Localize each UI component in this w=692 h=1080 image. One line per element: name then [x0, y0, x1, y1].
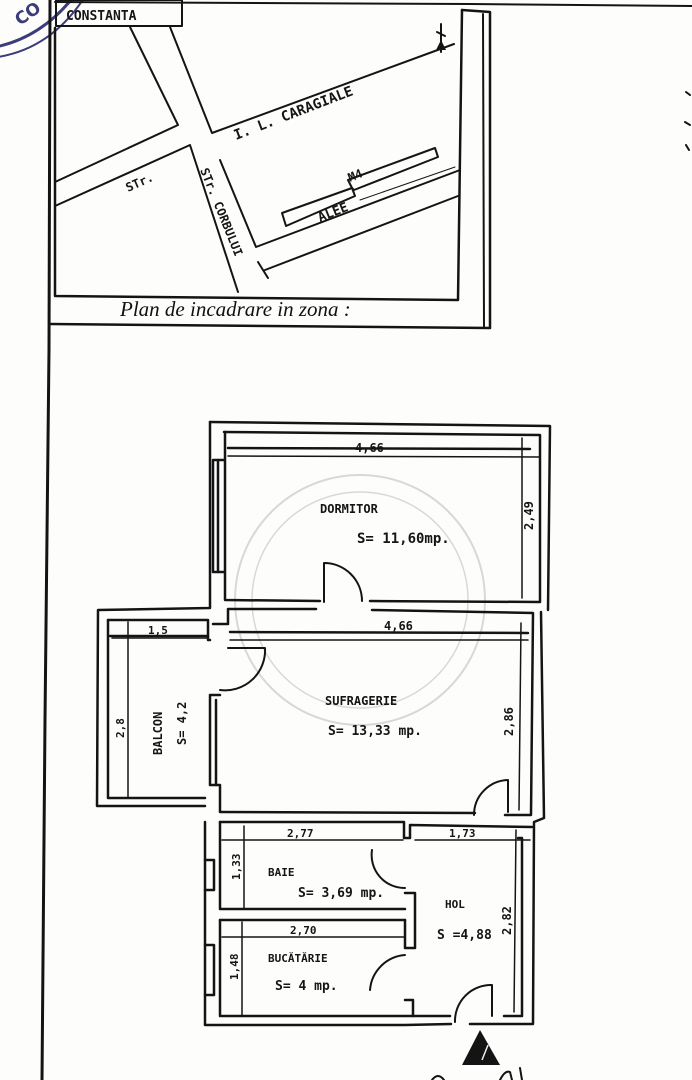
street-label-corbului: STr. CORBULUI [197, 166, 245, 258]
city-label-box [55, 0, 183, 27]
dim-dormitor-depth: 2,49 [522, 501, 536, 530]
door-balcon [219, 647, 267, 692]
room-name-bucatarie: BUCĂTĂRIE [268, 952, 328, 965]
room-area-balcon: S= 4,2 [175, 702, 189, 745]
door-sufragerie [473, 779, 509, 816]
stamp-text: CO [11, 0, 45, 30]
dim-baie-depth: 1,33 [230, 854, 243, 881]
dim-balcon-depth: 2,8 [114, 718, 127, 738]
location-plan-caption: Plan de incadrare in zona : [119, 297, 351, 321]
door-dormitor [323, 562, 363, 603]
dim-dormitor-width: 4,66 [355, 441, 384, 455]
building-label: M4 [346, 166, 365, 184]
room-area-sufragerie: S= 13,33 mp. [328, 724, 422, 739]
dim-sufragerie-width: 4,66 [384, 619, 413, 633]
room-name-hol: HOL [445, 898, 465, 911]
dim-hol-width: 1,73 [449, 827, 476, 840]
room-area-baie: S= 3,69 mp. [298, 886, 384, 901]
signature-fragment [431, 1067, 523, 1080]
room-area-dormitor: S= 11,60mp. [357, 531, 450, 547]
dim-balcon-width: 1,5 [148, 624, 168, 637]
room-name-balcon: BALCON [151, 712, 165, 755]
dim-hol-depth: 2,82 [500, 906, 514, 935]
entrance-triangle-icon [462, 1030, 500, 1065]
door-bucatarie [369, 954, 406, 991]
apartment-floor-plan: 4,66 2,49 4,66 2,86 1,5 2,8 2,77 1,73 1,… [95, 420, 552, 1080]
door-entrance [453, 983, 493, 1023]
room-name-baie: BAIE [268, 866, 295, 879]
street-label-alee: ALEE [316, 200, 351, 226]
street-label-caragiale: I. L. CARAGIALE [232, 83, 356, 143]
room-name-dormitor: DORMITOR [320, 502, 379, 516]
margin-marks [684, 91, 691, 151]
room-area-hol: S =4,88 [437, 928, 492, 943]
location-plan: CONSTANTA I. L. CARAGIALE STr. STr. CORB… [48, 0, 492, 330]
room-name-sufragerie: SUFRAGERIE [325, 694, 397, 708]
dim-bucatarie-width: 2,70 [290, 924, 317, 937]
dim-bucatarie-depth: 1,48 [228, 954, 241, 981]
door-baie [370, 849, 406, 890]
dim-baie-width: 2,77 [287, 827, 314, 840]
north-arrow-icon [436, 23, 446, 53]
city-label: CONSTANTA [66, 9, 137, 24]
room-area-bucatarie: S= 4 mp. [275, 979, 338, 994]
dim-sufragerie-depth: 2,86 [502, 707, 516, 736]
